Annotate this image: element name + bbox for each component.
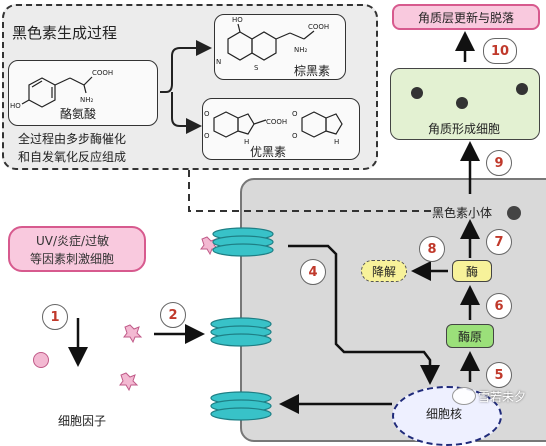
degradation-box: 降解 [361,260,407,282]
trigger-line-1: UV/炎症/过敏 [36,234,110,248]
step-6: 6 [486,293,512,319]
svg-text:HO: HO [232,16,243,24]
step-10: 10 [483,38,517,64]
degradation-label: 降解 [371,264,396,279]
melanosome-dot [507,206,521,220]
watermark-icon [452,387,476,405]
receptors [210,227,274,421]
pheomelanin-box [214,14,346,80]
step-1: 1 [42,304,68,330]
tyrosine-structure: HO COOH NH₂ [10,69,113,110]
note-line-2: 和自发氧化反应组成 [18,150,127,164]
enzyme-label: 酶 [465,264,478,279]
step-7: 7 [486,229,512,255]
keratin-shed-label: 角质层更新与脱落 [417,10,514,25]
pheomelanin-structure: HO N S COOH NH₂ [216,16,329,72]
svg-text:O: O [292,132,298,140]
tyrosine-box [8,60,158,126]
nucleus-label: 细胞核 [426,407,463,421]
melanosome-label: 黑色素小体 [432,206,493,220]
step-5: 5 [486,362,512,388]
note-line-1: 全过程由多步酶催化 [18,132,127,146]
svg-text:H: H [244,138,249,146]
flow-arrows [68,31,480,414]
step-9: 9 [486,150,512,176]
cytokine-dot [33,352,49,368]
step-4: 4 [300,259,326,285]
keratin-shed-box: 角质层更新与脱落 [392,4,540,30]
svg-text:S: S [254,64,259,72]
trigger-box [8,226,146,272]
dashed-connector [188,170,432,212]
watermark-text: 雪若未夕 [478,390,527,404]
svg-text:HO: HO [10,102,21,110]
svg-text:NH₂: NH₂ [294,46,308,54]
proenzyme-box: 酶原 [446,324,494,348]
tyrosine-label: 酪氨酸 [60,107,97,121]
svg-text:O: O [292,110,298,118]
keratinocyte-granule [516,83,528,95]
eumelanin-box [202,98,360,160]
svg-text:NH₂: NH₂ [80,96,94,104]
trigger-line-2: 等因素刺激细胞 [30,252,115,266]
svg-text:O: O [204,132,210,140]
keratinocyte-granule [411,87,423,99]
proenzyme-label: 酶原 [457,329,482,344]
keratinocyte-granule [456,97,468,109]
svg-text:COOH: COOH [308,23,329,31]
step-8: 8 [419,236,445,262]
eumelanin-label: 优黑素 [250,145,287,159]
eumelanin-structure: O O COOH H O O H [204,110,343,146]
step-2: 2 [160,302,186,328]
svg-text:COOH: COOH [266,118,287,126]
keratinocyte-label: 角质形成细胞 [428,122,501,136]
enzyme-box: 酶 [452,260,492,282]
synthesis-title: 黑色素生成过程 [12,24,118,42]
svg-text:N: N [216,58,221,66]
svg-text:O: O [204,110,210,118]
pheomelanin-label: 棕黑素 [294,64,331,78]
svg-text:COOH: COOH [92,69,113,77]
synthesis-branch-arrows [160,40,212,134]
svg-text:H: H [334,138,339,146]
